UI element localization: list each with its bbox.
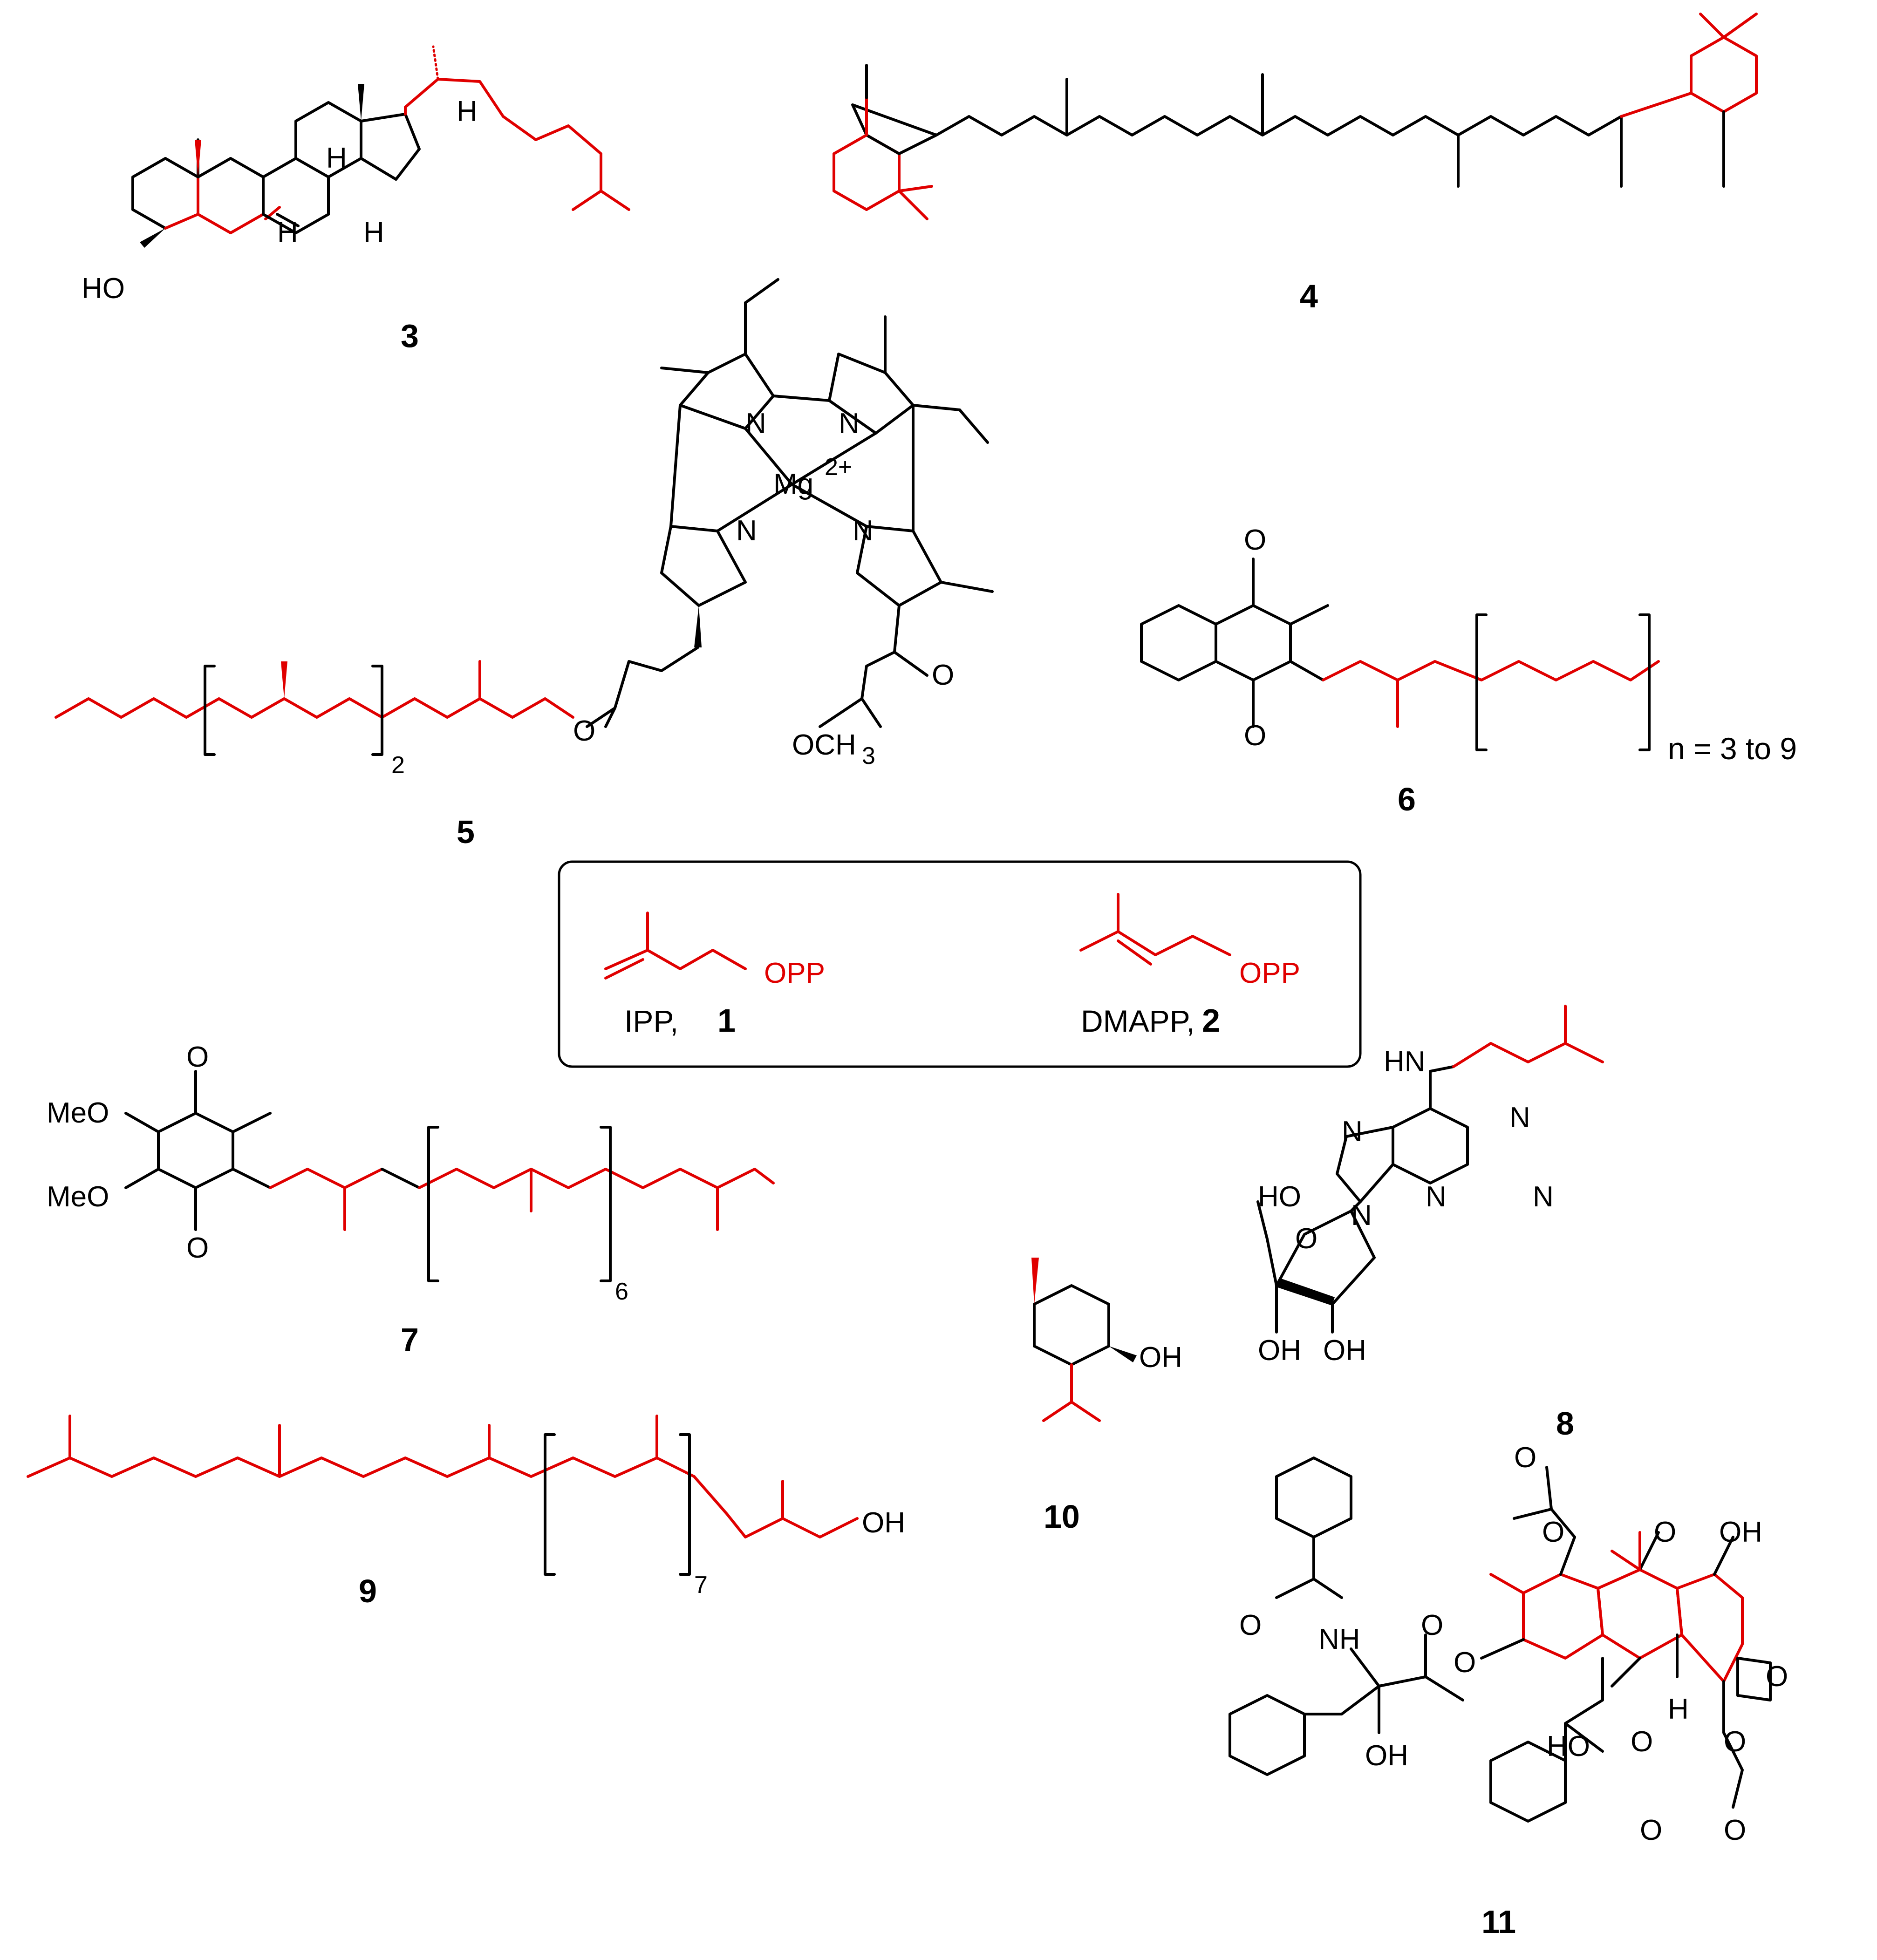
- h-label: H: [457, 95, 478, 128]
- nitrogen-label: N: [1342, 1116, 1363, 1148]
- compound-6-structure: O O n = 3 to 9 6: [1140, 524, 1797, 817]
- methoxy-label: MeO: [47, 1097, 109, 1129]
- compound-label: 3: [401, 318, 419, 354]
- compound-7-structure: O O MeO MeO 6 7: [47, 1041, 775, 1358]
- oxygen-label: O: [1724, 1726, 1746, 1758]
- ipp-label: 1: [717, 1002, 736, 1039]
- h-label: H: [1668, 1693, 1689, 1725]
- compound-5-structure: N N N N Mg 2+ OCH 3 O O 2 5: [55, 278, 994, 850]
- compound-label: 4: [1300, 278, 1318, 314]
- h-label: H: [363, 217, 384, 249]
- oxygen-label: O: [1244, 720, 1266, 752]
- nitrogen-label: N: [853, 515, 874, 547]
- hydroxyl-label: OH: [1323, 1334, 1366, 1367]
- oxygen-label: O: [1421, 1609, 1443, 1641]
- compound-4-structure: 4: [833, 13, 1758, 314]
- oxygen-label: O: [1295, 1223, 1317, 1255]
- methoxy-subscript: 3: [862, 742, 875, 769]
- oxygen-label: O: [1244, 524, 1266, 556]
- hydroxyl-label: HO: [1258, 1181, 1301, 1213]
- methoxy-label: MeO: [47, 1181, 109, 1213]
- oxygen-label: O: [1640, 1814, 1662, 1846]
- compound-11-structure: O O O OH O O O O NH OH HO H O O O O 11: [1229, 1442, 1788, 1940]
- compound-9-structure: OH 7 9: [27, 1415, 905, 1609]
- repeat-range: n = 3 to 9: [1668, 731, 1797, 766]
- oxygen-label: O: [186, 1041, 209, 1073]
- compound-label: 6: [1398, 781, 1416, 817]
- compound-label: 10: [1044, 1498, 1080, 1535]
- building-blocks-box: OPP IPP, 1 OPP DMAPP, 2: [558, 860, 1362, 1068]
- compound-label: 7: [401, 1321, 419, 1358]
- amide-label: NH: [1318, 1623, 1360, 1655]
- oxygen-label: O: [932, 659, 954, 691]
- compound-label: 5: [457, 814, 475, 850]
- hydroxyl-label: OH: [1139, 1341, 1182, 1374]
- magnesium-label: Mg: [773, 468, 813, 500]
- hydroxyl-label: OH: [1258, 1334, 1301, 1367]
- hydroxyl-label: HO: [1547, 1730, 1590, 1763]
- hydroxyl-label: OH: [1719, 1516, 1762, 1548]
- compound-label: 9: [359, 1573, 377, 1609]
- compound-label: 8: [1556, 1405, 1574, 1442]
- oxygen-label: O: [1542, 1516, 1564, 1548]
- nitrogen-label: N: [1351, 1199, 1372, 1232]
- hydroxyl-label: OH: [1365, 1740, 1408, 1772]
- compound-label: 11: [1481, 1904, 1516, 1940]
- compound-8-structure: N N N N N HN O HO OH OH 8: [1256, 1005, 1604, 1442]
- methoxy-label: OCH: [792, 729, 856, 761]
- repeat-subscript: 6: [615, 1278, 628, 1305]
- oxygen-label: O: [186, 1232, 209, 1264]
- opp-label: OPP: [764, 957, 825, 989]
- hydroxyl-label: OH: [862, 1507, 905, 1539]
- repeat-subscript: 2: [391, 752, 405, 779]
- dmapp-name: DMAPP,: [1081, 1004, 1195, 1038]
- nitrogen-label: N: [1509, 1102, 1530, 1134]
- ipp-name: IPP,: [624, 1004, 678, 1038]
- oxygen-label: O: [1454, 1647, 1476, 1679]
- oxygen-label: O: [1239, 1609, 1262, 1641]
- nitrogen-label: N: [1533, 1181, 1554, 1213]
- oxygen-label: O: [1631, 1726, 1653, 1758]
- nitrogen-label: N: [745, 408, 766, 440]
- charge-label: 2+: [825, 454, 852, 481]
- oxygen-label: O: [1514, 1442, 1536, 1474]
- opp-label: OPP: [1239, 957, 1300, 989]
- compound-10-structure: OH 10: [1031, 1258, 1182, 1535]
- dmapp-label: 2: [1202, 1002, 1220, 1039]
- oxygen-label: O: [573, 715, 595, 747]
- oxygen-label: O: [1654, 1516, 1676, 1548]
- repeat-subscript: 7: [694, 1572, 708, 1599]
- nitrogen-label: N: [1426, 1181, 1447, 1213]
- nitrogen-label: N: [736, 515, 757, 547]
- nitrogen-label: N: [839, 408, 860, 440]
- compound-3-structure: HO H H H H 3: [82, 45, 630, 354]
- amine-label: HN: [1384, 1046, 1426, 1078]
- oxygen-label: O: [1766, 1661, 1788, 1693]
- hydroxyl-label: HO: [82, 272, 125, 305]
- oxygen-label: O: [1724, 1814, 1746, 1846]
- h-label: H: [277, 217, 298, 249]
- h-label: H: [326, 142, 347, 174]
